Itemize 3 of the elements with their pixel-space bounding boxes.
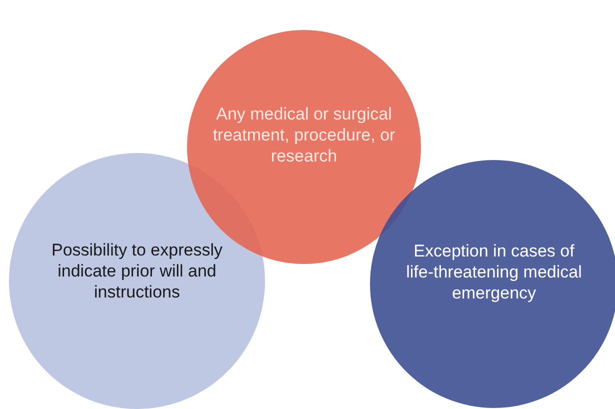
circle-text: Possibility to expressly indicate prior will and instructions: [50, 240, 224, 302]
circle-text: Exception in cases of life-threatening medical emergency: [405, 240, 583, 304]
circle-text: Any medical or surgical treatment, procedure, or research: [212, 104, 396, 166]
